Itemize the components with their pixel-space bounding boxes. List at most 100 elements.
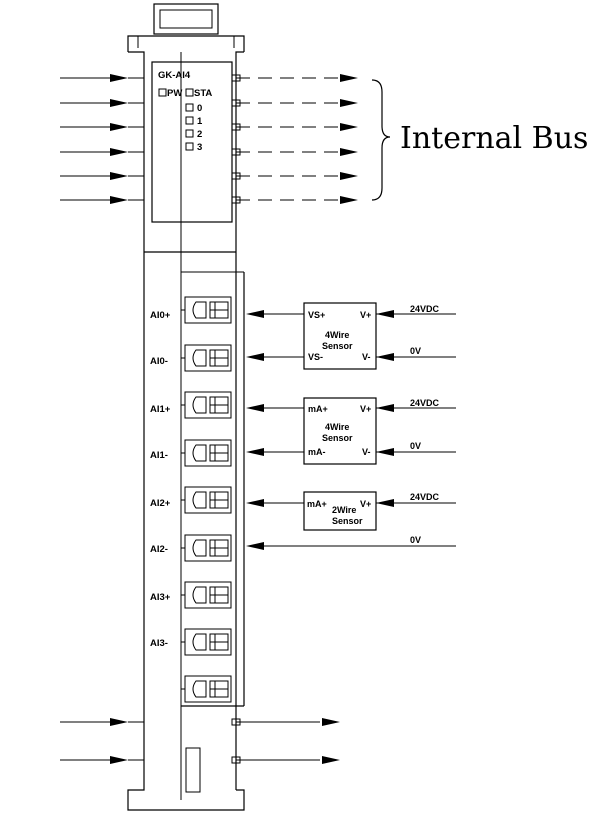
supply2-24vdc: 24VDC <box>410 398 440 408</box>
terminal-label-ai3-minus: AI3- <box>150 638 168 649</box>
sensor2-in-bottom: mA- <box>308 447 326 457</box>
terminal-screw <box>192 633 207 651</box>
bus-line <box>60 123 358 131</box>
sensor2-out-bottom: V- <box>362 447 371 457</box>
led-label-ch0: 0 <box>197 103 202 114</box>
bus-connector <box>231 756 241 764</box>
sensor1-in-bottom: VS- <box>308 352 323 362</box>
terminal-block <box>181 391 232 419</box>
terminal-screw <box>192 301 207 319</box>
wire-arrowhead <box>246 448 264 456</box>
sensor3-caption: Sensor <box>332 516 363 526</box>
led-label-sta: STA <box>194 88 212 99</box>
terminal-block <box>181 675 232 703</box>
bus-connector <box>231 74 241 82</box>
led-label-ch3: 3 <box>197 142 202 153</box>
sensor1-out-top: V+ <box>360 310 371 320</box>
terminal-label-ai0-minus: AI0- <box>150 356 168 367</box>
bus-arrowhead-in <box>110 99 128 107</box>
sensor-4wire-current: mA+ mA- V+ V- 4Wire Sensor <box>303 397 377 465</box>
bus-arrowhead-in <box>110 123 128 131</box>
wire-arrowhead <box>376 448 394 456</box>
terminal-screw <box>192 444 207 462</box>
bus-arrowhead-in <box>110 172 128 180</box>
wire-arrowhead <box>246 310 264 318</box>
sensor3-out-top: V+ <box>360 499 371 509</box>
supply3-0v: 0V <box>410 535 421 545</box>
supply1-0v: 0V <box>410 346 421 356</box>
wire-arrowhead <box>376 353 394 361</box>
terminal-block <box>181 534 232 562</box>
terminal-block <box>181 344 232 372</box>
bus-arrowhead-in <box>110 196 128 204</box>
wire-arrowhead <box>376 310 394 318</box>
terminal-screw <box>192 680 207 698</box>
bus-arrowhead-out <box>340 172 358 180</box>
bus-connector <box>231 196 241 204</box>
terminal-screw <box>192 349 207 367</box>
sensor1-type: 4Wire <box>325 330 349 340</box>
bottom-bus-arrows <box>60 718 340 764</box>
terminal-label-ai2-plus: AI2+ <box>150 498 171 509</box>
sensor2-type: 4Wire <box>325 422 349 432</box>
terminal-label-ai3-plus: AI3+ <box>150 592 171 603</box>
sensor1-out-bottom: V- <box>362 352 371 362</box>
terminal-block <box>181 439 232 467</box>
bus-line <box>60 148 358 156</box>
bus-line <box>60 172 358 180</box>
terminal-block <box>181 486 232 514</box>
sensor2-caption: Sensor <box>322 433 353 443</box>
supply1-24vdc: 24VDC <box>410 304 440 314</box>
bus-line <box>60 718 340 726</box>
terminal-blocks <box>181 296 232 703</box>
supply-labels: 24VDC 0V 24VDC 0V 24VDC 0V <box>410 304 440 545</box>
terminal-labels: AI0+ AI0- AI1+ AI1- AI2+ AI2- AI3+ AI3- <box>150 310 171 649</box>
wire-arrowhead <box>246 542 264 550</box>
sensor-2wire-current: mA+ V+ 2Wire Sensor <box>303 491 377 531</box>
sensor3-type: 2Wire <box>332 505 356 515</box>
bus-arrowhead-out <box>340 196 358 204</box>
supply3-24vdc: 24VDC <box>410 492 440 502</box>
terminal-screw <box>192 491 207 509</box>
led-label-ch2: 2 <box>197 129 202 140</box>
terminal-block <box>181 628 232 656</box>
bus-connector <box>231 99 241 107</box>
supply2-0v: 0V <box>410 441 421 451</box>
internal-bus-arrows <box>60 74 358 204</box>
wire-arrowhead <box>376 404 394 412</box>
sensor1-caption: Sensor <box>322 341 353 351</box>
bus-line <box>60 756 340 764</box>
terminal-screw <box>192 539 207 557</box>
terminal-screw <box>192 396 207 414</box>
sensor2-in-top: mA+ <box>308 404 328 414</box>
bus-arrowhead-out <box>340 148 358 156</box>
terminal-block <box>181 581 232 609</box>
bus-arrowhead-in <box>110 718 128 726</box>
terminal-screw <box>192 586 207 604</box>
bus-arrowhead-out <box>340 99 358 107</box>
bus-connector <box>231 718 241 726</box>
internal-bus-brace <box>371 79 391 201</box>
bus-arrowhead-out <box>322 718 340 726</box>
sensor1-in-top: VS+ <box>308 310 325 320</box>
wire-arrowhead <box>246 499 264 507</box>
bus-line <box>60 196 358 204</box>
wire-arrowhead <box>246 353 264 361</box>
module-housing <box>127 3 245 811</box>
terminal-label-ai1-minus: AI1- <box>150 450 168 461</box>
bus-line <box>60 74 358 82</box>
wire-arrowhead <box>246 404 264 412</box>
terminal-block <box>181 296 232 324</box>
sensor-wiring <box>246 310 456 550</box>
terminal-label-ai2-minus: AI2- <box>150 544 168 555</box>
internal-bus-label: Internal Bus <box>400 121 588 156</box>
terminal-label-ai0-plus: AI0+ <box>150 310 171 321</box>
bus-connector <box>231 123 241 131</box>
bus-arrowhead-in <box>110 148 128 156</box>
led-label-ch1: 1 <box>197 116 203 127</box>
led-label-pw: PW <box>167 88 182 99</box>
bus-arrowhead-out <box>340 74 358 82</box>
sensor2-out-top: V+ <box>360 404 371 414</box>
led-panel: GK-AI4 PW STA 0 1 2 3 <box>151 61 233 223</box>
